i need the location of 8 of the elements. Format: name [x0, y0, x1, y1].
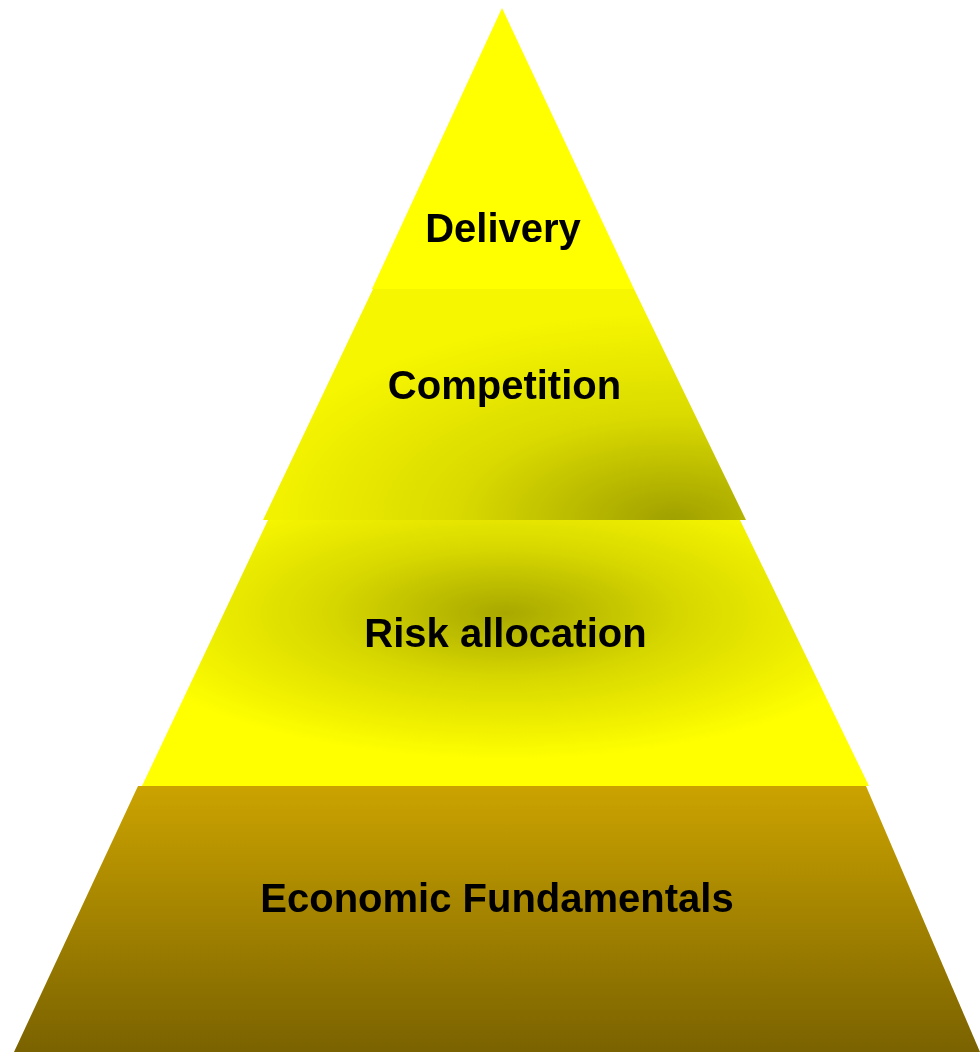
tier-label: Delivery [425, 205, 581, 251]
pyramid-tier [372, 8, 634, 289]
tier-label: Competition [387, 362, 622, 408]
pyramid-tier [14, 786, 980, 1052]
pyramid-tier [263, 289, 746, 520]
tier-label: Risk allocation [364, 610, 647, 656]
pyramid-tier [142, 520, 869, 786]
tier-label: Economic Fundamentals [260, 875, 734, 921]
